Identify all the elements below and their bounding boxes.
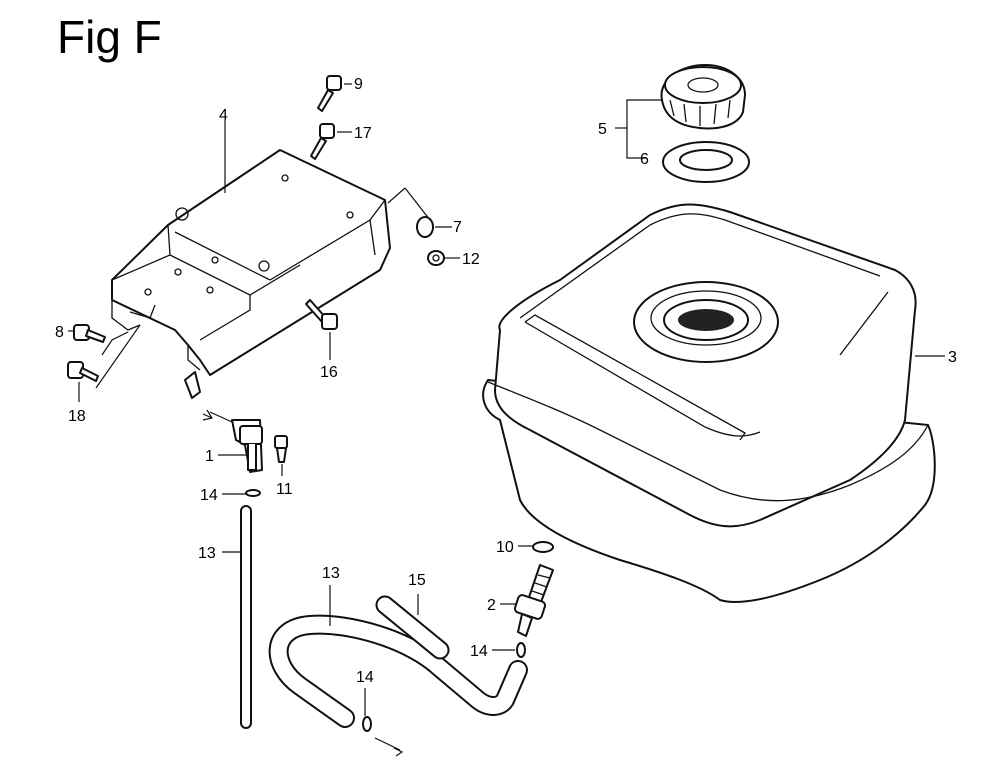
callout-10: 10 (496, 539, 514, 556)
callout-5: 5 (598, 121, 607, 138)
bolt-18 (67, 361, 99, 382)
bolt-17 (310, 123, 335, 160)
nut-7 (416, 216, 434, 238)
nut-12 (427, 250, 445, 266)
bolt-9 (317, 75, 342, 112)
clip-14-b (516, 642, 526, 658)
callout-7: 7 (453, 219, 462, 236)
callout-17: 17 (354, 125, 372, 142)
figure-title: Fig F (57, 11, 162, 63)
fuel-tube-short (375, 595, 450, 660)
clip-14-a (245, 489, 261, 497)
callout-15: 15 (408, 572, 426, 589)
fuel-tank-cap (660, 64, 746, 130)
leader-lines (68, 83, 945, 751)
tank-bracket (111, 149, 391, 399)
cap-gasket (662, 141, 750, 183)
bolt-8 (73, 324, 106, 343)
callout-2: 2 (487, 597, 496, 614)
callout-6: 6 (640, 151, 649, 168)
callout-14-c: 14 (356, 669, 374, 686)
gasket-10 (532, 541, 554, 553)
fuel-tank (482, 203, 936, 603)
callout-14-a: 14 (200, 487, 218, 504)
callout-18: 18 (68, 408, 86, 425)
callout-12: 12 (462, 251, 480, 268)
bolt-16 (305, 299, 338, 330)
fuel-tube-straight (240, 505, 252, 729)
callout-16: 16 (320, 364, 338, 381)
assembly-arrows (202, 409, 404, 757)
fuel-strainer-2 (513, 564, 554, 637)
callout-11: 11 (276, 481, 293, 498)
callout-13-a: 13 (198, 545, 216, 562)
callout-4: 4 (219, 107, 228, 124)
callout-8: 8 (55, 324, 64, 341)
callout-1: 1 (205, 448, 214, 465)
fuel-tube-bent (268, 614, 528, 728)
callout-14-b: 14 (470, 643, 488, 660)
screw-11 (274, 435, 288, 463)
callout-3: 3 (948, 349, 957, 366)
fuel-valve-1 (209, 411, 263, 473)
clip-14-c (362, 716, 372, 732)
callout-labels: 4 9 17 7 12 16 8 18 5 6 3 1 11 14 13 13 … (55, 76, 957, 686)
callout-9: 9 (354, 76, 363, 93)
callout-13-b: 13 (322, 565, 340, 582)
